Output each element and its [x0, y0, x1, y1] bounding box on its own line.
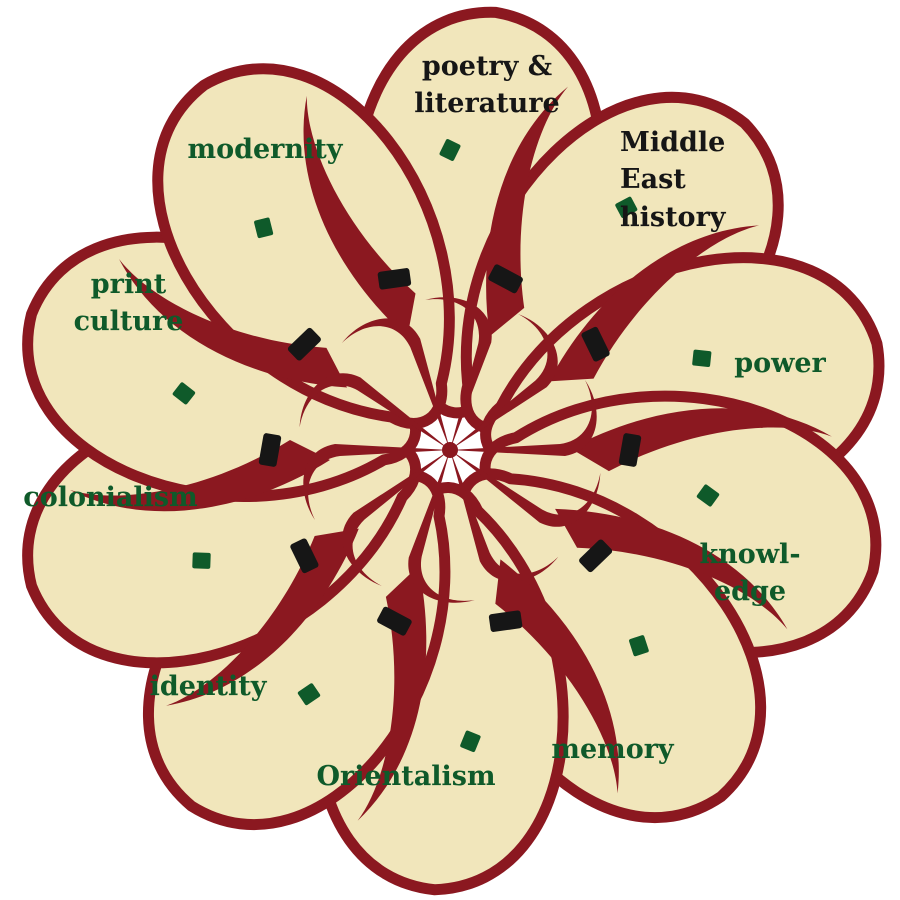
calligraphy-stroke: [357, 566, 427, 821]
black-dash: [618, 433, 642, 467]
green-dot: [192, 552, 211, 569]
calligraphy-stroke: [166, 528, 359, 706]
petal-label-power: power: [734, 348, 826, 379]
black-dash: [287, 327, 321, 361]
calligraphy-stroke: [555, 508, 788, 630]
green-dot: [692, 349, 712, 367]
green-dot: [696, 484, 720, 507]
green-dot: [439, 139, 461, 161]
black-dash: [488, 264, 523, 294]
petal-label-colonialism: colonialism: [23, 482, 198, 513]
green-dot: [615, 196, 638, 218]
black-dash: [377, 606, 412, 636]
green-dot: [460, 730, 481, 753]
green-dot: [172, 382, 196, 405]
center-stroke: [408, 450, 475, 603]
center-stroke: [342, 450, 450, 586]
center-stroke: [303, 444, 450, 520]
petal-label-poetry-literature: poetry &literature: [414, 51, 560, 120]
green-dot: [254, 217, 274, 239]
petal-label-identity: identity: [149, 671, 267, 702]
center-stroke: [450, 380, 597, 456]
petal-modernity: [152, 63, 455, 429]
green-dot: [629, 635, 649, 657]
center-stroke: [341, 318, 450, 450]
black-dash: [488, 610, 523, 632]
black-dash: [258, 433, 282, 467]
green-dot: [297, 683, 321, 706]
black-dash: [290, 538, 319, 574]
center-hub: [442, 442, 458, 458]
center-stroke: [450, 314, 558, 450]
center-stroke: [425, 297, 492, 450]
black-dash: [579, 539, 613, 573]
black-dash: [581, 326, 610, 362]
calligraphy-stroke: [119, 259, 348, 388]
calligraphy-stroke: [495, 559, 619, 794]
petal-label-memory: memory: [551, 734, 674, 765]
petal-label-knowledge: knowl-edge: [699, 539, 801, 608]
petal-label-orientalism: Orientalism: [316, 761, 496, 792]
center-stroke: [450, 450, 559, 582]
petal-label-modernity: modernity: [187, 134, 343, 165]
black-dash: [377, 268, 412, 290]
